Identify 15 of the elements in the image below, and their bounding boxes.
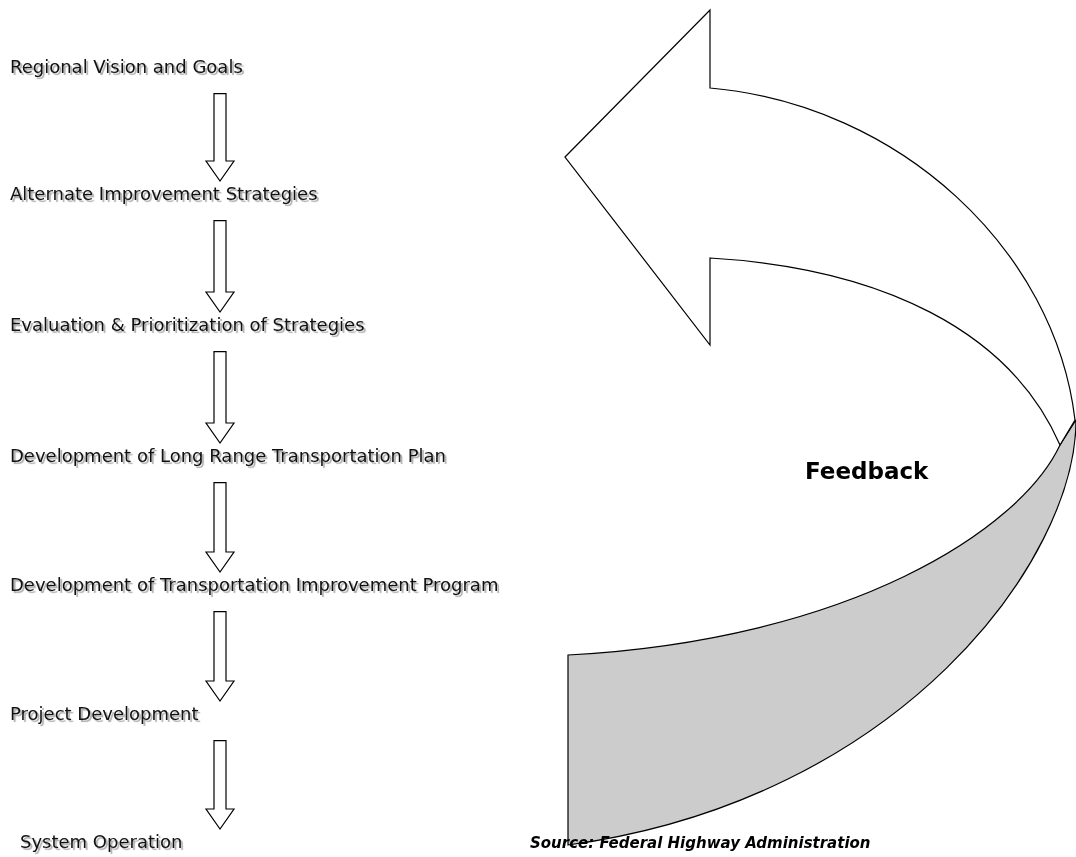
step-label: Alternate Improvement Strategies [10,183,318,205]
source-caption: Source: Federal Highway Administration [530,834,871,852]
down-arrow [204,611,236,703]
down-arrow [204,220,236,314]
step-label: Project Development [10,703,199,725]
step-label: Development of Transportation Improvement Program [10,574,499,596]
down-arrow [204,351,236,445]
step-label: Regional Vision and Goals [10,56,243,78]
down-arrow [204,482,236,574]
down-arrow [204,93,236,183]
step-label: Development of Long Range Transportation Plan [10,445,446,467]
step-label: System Operation [20,831,183,853]
step-label: Evaluation & Prioritization of Strategies [10,314,365,336]
down-arrow [204,740,236,831]
feedback-label: Feedback [805,458,929,484]
